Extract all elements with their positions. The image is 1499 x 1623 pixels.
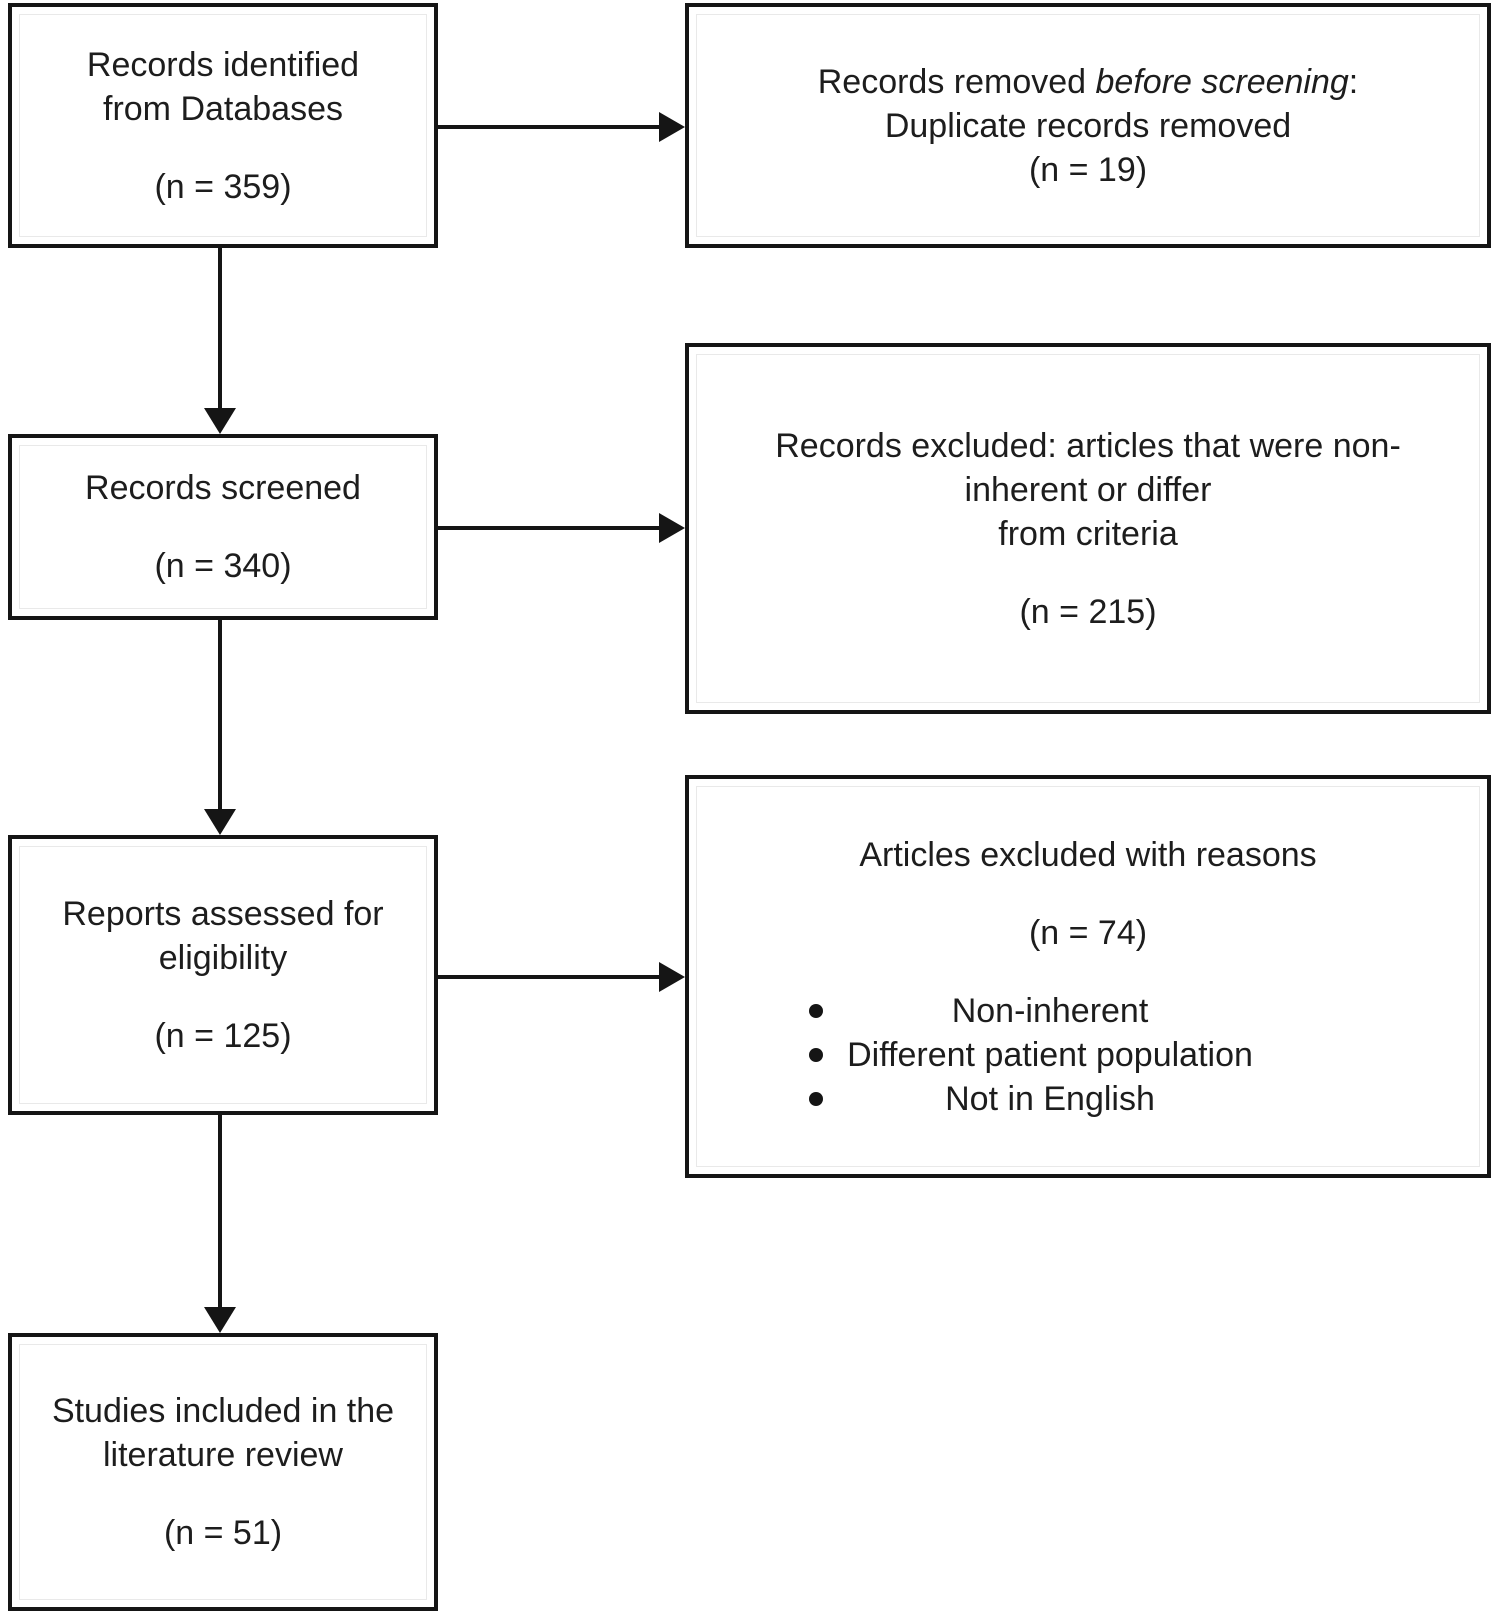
exclusion-reason: Non-inherent — [951, 991, 1149, 1030]
exclusion-reason: Different patient population — [847, 1035, 1253, 1074]
arrow-identified-to-removed-icon — [438, 125, 659, 129]
arrow-assessed-to-included-icon — [218, 1115, 222, 1307]
box-title: Records screened — [85, 469, 361, 507]
title-prefix: Records removed — [817, 62, 1096, 101]
box-title: Articles excluded with reasons — [859, 835, 1317, 874]
box-count: (n = 19) — [1028, 150, 1148, 189]
arrow-screened-to-excluded-icon — [438, 526, 659, 530]
box-line: Duplicate records removed — [884, 106, 1292, 145]
box-title: Records removed before screening: — [818, 60, 1359, 104]
box-reports-assessed: Reports assessed for eligibility (n = 12… — [8, 835, 438, 1115]
box-count: (n = 340) — [154, 547, 292, 585]
list-item: Non-inherent — [711, 989, 1465, 1033]
box-count: (n = 359) — [154, 167, 292, 206]
box-title: Records identified from Databases — [86, 45, 360, 128]
bullet-icon — [809, 1091, 823, 1106]
box-count: (n = 74) — [1028, 913, 1148, 952]
arrow-identified-to-screened-icon — [218, 248, 222, 408]
box-count: (n = 51) — [163, 1514, 283, 1552]
box-count: (n = 125) — [154, 1017, 292, 1055]
box-articles-excluded-reasons: Articles excluded with reasons (n = 74) … — [685, 775, 1491, 1178]
arrow-screened-to-assessed-icon — [218, 620, 222, 809]
arrow-assessed-to-reasons-icon — [438, 975, 659, 979]
bullet-icon — [809, 1047, 823, 1062]
list-item: Not in English — [711, 1077, 1465, 1121]
bullet-icon — [809, 1003, 823, 1018]
title-italic: before screening — [1095, 62, 1349, 101]
exclusion-reason-list: Non-inherent Different patient populatio… — [711, 989, 1465, 1121]
box-title: Reports assessed for eligibility — [62, 895, 384, 977]
box-title: Records excluded: articles that were non… — [775, 426, 1401, 553]
box-records-identified: Records identified from Databases (n = 3… — [8, 3, 438, 248]
box-records-removed: Records removed before screening: Duplic… — [685, 3, 1491, 248]
box-count: (n = 215) — [1019, 592, 1157, 631]
title-suffix: : — [1348, 62, 1359, 101]
box-records-screened: Records screened (n = 340) — [8, 434, 438, 620]
exclusion-reason: Not in English — [945, 1079, 1155, 1118]
box-title: Studies included in the literature revie… — [51, 1392, 395, 1474]
list-item: Different patient population — [711, 1033, 1465, 1077]
box-studies-included: Studies included in the literature revie… — [8, 1333, 438, 1611]
box-records-excluded: Records excluded: articles that were non… — [685, 343, 1491, 714]
